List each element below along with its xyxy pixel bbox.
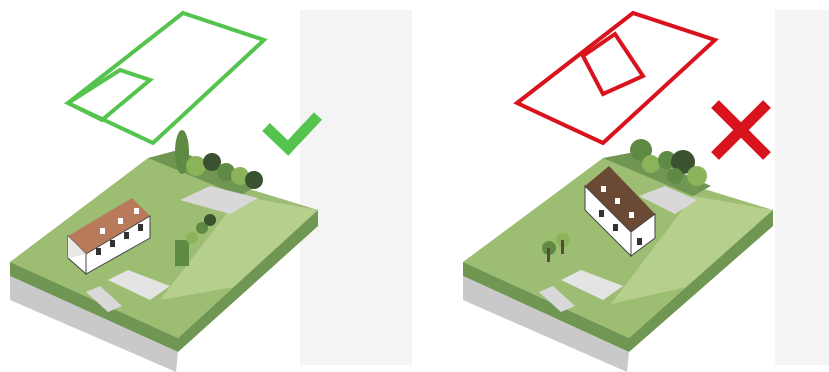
panel-correct bbox=[0, 0, 414, 372]
incorrect-diagram-svg bbox=[415, 0, 829, 372]
plot-outline-incorrect bbox=[517, 13, 715, 143]
correct-diagram-svg bbox=[0, 0, 414, 372]
cross-icon bbox=[715, 104, 767, 156]
plot-outline-correct bbox=[68, 13, 264, 143]
check-icon bbox=[266, 116, 318, 148]
panel-incorrect bbox=[415, 0, 829, 372]
